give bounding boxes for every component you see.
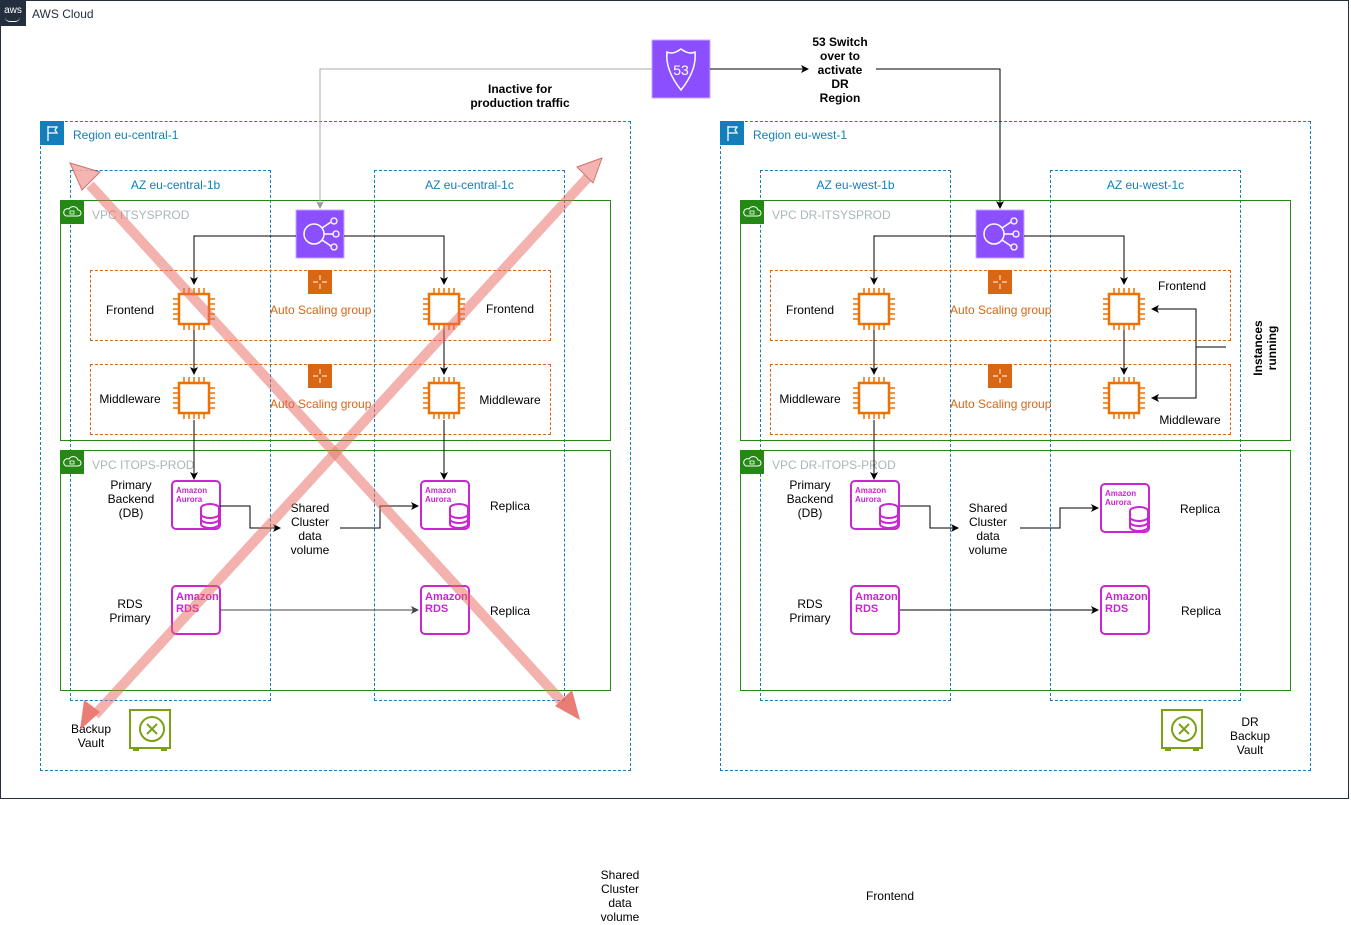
az-label: AZ eu-central-1c bbox=[425, 178, 514, 192]
middleware-label: Middleware bbox=[779, 392, 841, 406]
vpc-app bbox=[740, 200, 1291, 441]
frontend-label: Frontend bbox=[485, 302, 535, 316]
vpc-label: VPC ITSYSPROD bbox=[92, 208, 190, 222]
vpc-db bbox=[740, 450, 1291, 691]
az-box bbox=[760, 170, 951, 701]
auto-scaling-icon bbox=[308, 270, 332, 294]
auto-scaling-icon bbox=[988, 270, 1012, 294]
region-label: Region eu-west-1 bbox=[753, 128, 848, 142]
az-box bbox=[1050, 170, 1241, 701]
aurora-replica-label: Replica bbox=[1179, 502, 1221, 516]
frontend-label: Frontend bbox=[785, 303, 835, 317]
rds-primary-label: RDS Primary bbox=[789, 597, 831, 625]
middleware-label: Middleware bbox=[479, 393, 541, 407]
stray-frontend-label: Frontend bbox=[865, 889, 915, 903]
vpc-cloud-icon bbox=[740, 200, 764, 224]
aws-cloud-frame bbox=[0, 0, 1349, 799]
az-label: AZ eu-west-1b bbox=[816, 178, 895, 192]
primary-backend-label: Primary Backend (DB) bbox=[107, 478, 155, 520]
rds-primary-label: RDS Primary bbox=[109, 597, 151, 625]
vpc-label: VPC DR-ITSYSPROD bbox=[772, 208, 891, 222]
vpc-cloud-icon bbox=[60, 450, 84, 474]
auto-scaling-icon bbox=[988, 364, 1012, 388]
auto-scaling-label: Auto Scaling group bbox=[270, 303, 372, 317]
vpc-label: VPC DR-ITOPS-PROD bbox=[772, 458, 896, 472]
vpc-cloud-icon bbox=[60, 200, 84, 224]
region-label: Region eu-central-1 bbox=[73, 128, 179, 142]
primary-backend-label: Primary Backend (DB) bbox=[786, 478, 834, 520]
middleware-label: Middleware bbox=[1159, 413, 1221, 427]
rds-replica-label: Replica bbox=[1180, 604, 1222, 618]
auto-scaling-label: Auto Scaling group bbox=[950, 303, 1052, 317]
rds-replica-label: Replica bbox=[489, 604, 531, 618]
region-flag-icon bbox=[40, 121, 64, 145]
instances-running-label: Instances running bbox=[1251, 320, 1279, 376]
az-label: AZ eu-central-1b bbox=[130, 178, 221, 192]
shared-volume-label: Shared Cluster data volume bbox=[968, 501, 1008, 557]
auto-scaling-label: Auto Scaling group bbox=[270, 397, 372, 411]
vpc-label: VPC ITOPS-PROD bbox=[92, 458, 195, 472]
aws-cloud-title: AWS Cloud bbox=[32, 7, 94, 21]
stray-shared-volume-label: Shared Cluster data volume bbox=[600, 868, 640, 924]
region-eu-west-1 bbox=[720, 121, 1311, 771]
frontend-label: Frontend bbox=[1157, 279, 1207, 293]
shared-volume-label: Shared Cluster data volume bbox=[290, 501, 330, 557]
route53-switch-note: 53 Switch over to activate DR Region bbox=[812, 35, 868, 105]
backup-vault-label: Backup Vault bbox=[70, 722, 112, 750]
auto-scaling-label: Auto Scaling group bbox=[950, 397, 1052, 411]
aws-logo-icon: aws bbox=[0, 0, 26, 26]
vpc-cloud-icon bbox=[740, 450, 764, 474]
aurora-replica-label: Replica bbox=[489, 499, 531, 513]
region-flag-icon bbox=[720, 121, 744, 145]
az-label: AZ eu-west-1c bbox=[1106, 178, 1185, 192]
middleware-label: Middleware bbox=[99, 392, 161, 406]
dr-backup-vault-label: DR Backup Vault bbox=[1229, 715, 1271, 757]
frontend-label: Frontend bbox=[105, 303, 155, 317]
auto-scaling-icon bbox=[308, 364, 332, 388]
inactive-note: Inactive for production traffic bbox=[470, 82, 570, 110]
